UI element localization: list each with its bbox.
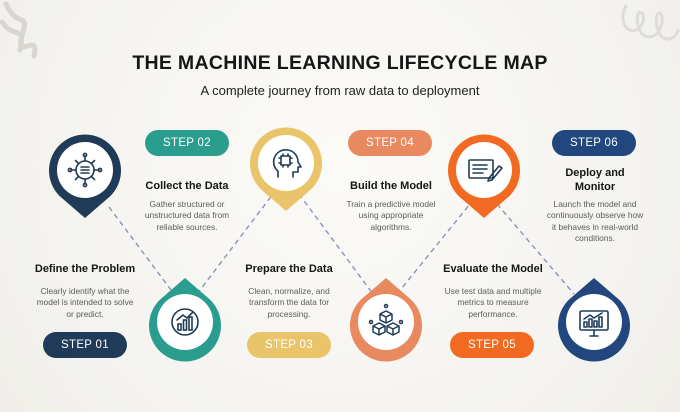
step-1-title: Define the Problem xyxy=(34,263,136,275)
scribble-decoration-right xyxy=(621,4,680,41)
step-2-title: Collect the Data xyxy=(145,180,229,192)
document-pen-icon xyxy=(464,150,504,190)
scribble-decoration-left xyxy=(0,1,38,59)
step-5-title: Evaluate the Model xyxy=(443,263,543,275)
step-6-pill: STEP 06 xyxy=(552,130,636,156)
step-4-pill: STEP 04 xyxy=(348,130,432,156)
page-title: THE MACHINE LEARNING LIFECYCLE MAP xyxy=(132,52,548,74)
monitor-chart-icon xyxy=(574,302,614,342)
step-5-pill: STEP 05 xyxy=(450,332,534,358)
step-4-title: Build the Model xyxy=(350,180,432,192)
cube-network-icon xyxy=(366,302,406,342)
data-analytics-chart-icon xyxy=(165,302,205,342)
step-3-title: Prepare the Data xyxy=(245,263,333,275)
step-1-pill: STEP 01 xyxy=(43,332,127,358)
head-with-chip-icon xyxy=(266,143,306,183)
step-2-pill: STEP 02 xyxy=(145,130,229,156)
step-3-pill: STEP 03 xyxy=(247,332,331,358)
page-subtitle: A complete journey from raw data to depl… xyxy=(200,83,480,98)
ai-brain-chip-icon xyxy=(65,150,105,190)
